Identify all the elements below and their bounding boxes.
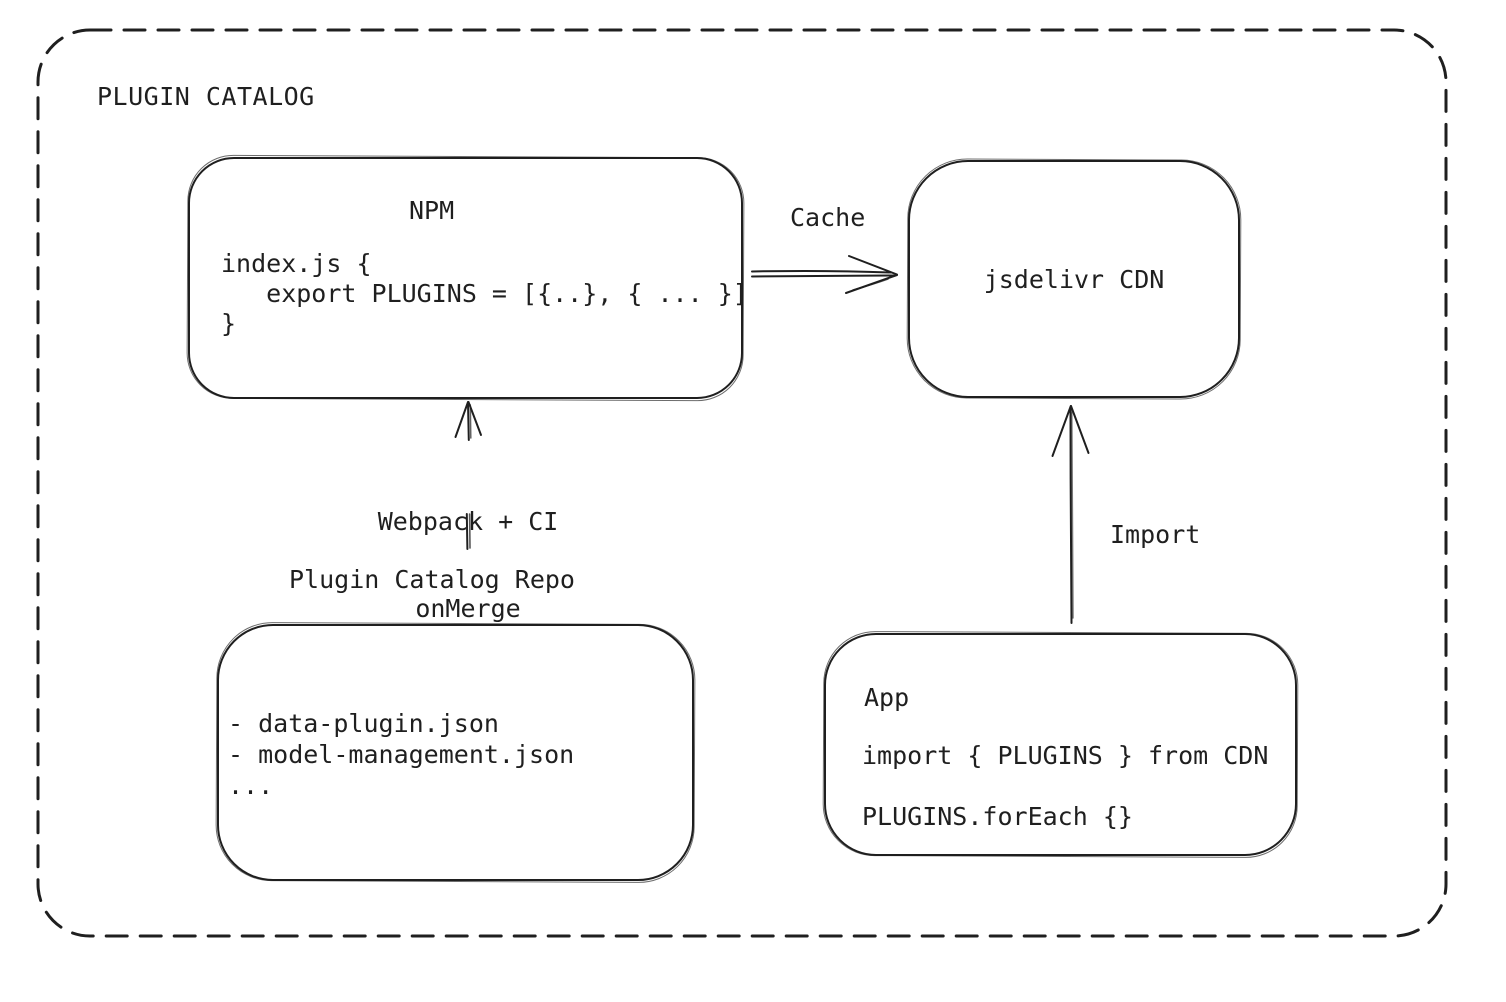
repo-file-item: - model-management.json [228, 740, 575, 769]
npm-code-block: index.js { export PLUGINS = [{..}, { ...… [221, 249, 748, 339]
repo-file-item: - data-plugin.json [228, 709, 499, 738]
import-edge-label: Import [1110, 520, 1201, 549]
diagram-title: PLUGIN CATALOG [97, 82, 315, 111]
repo-file-item: ... [228, 771, 274, 800]
node-plugin-catalog-repo: - data-plugin.json - model-management.js… [217, 624, 694, 881]
repo-file-list: - data-plugin.json - model-management.js… [228, 708, 574, 801]
app-node-title: App [864, 683, 910, 712]
build-edge-label: Webpack + CI onMerge [348, 449, 588, 681]
node-jsdelivr-cdn: jsdelivr CDN [908, 160, 1240, 398]
app-code-line: import { PLUGINS } from CDN [862, 741, 1269, 770]
build-edge-label-line: Webpack + CI [377, 507, 559, 536]
npm-node-title: NPM [409, 196, 455, 225]
cache-edge-label: Cache [790, 203, 866, 232]
app-code-line: PLUGINS.forEach {} [862, 802, 1133, 831]
node-npm: NPM index.js { export PLUGINS = [{..}, {… [188, 157, 748, 399]
npm-code-line: index.js { [221, 249, 372, 278]
cache-arrow [751, 255, 898, 294]
node-app: App import { PLUGINS } from CDN PLUGINS.… [824, 633, 1297, 856]
cdn-node-label: jsdelivr CDN [983, 264, 1165, 294]
npm-code-line: } [221, 309, 237, 338]
build-edge-label-line: onMerge [415, 594, 521, 623]
import-arrow [1051, 405, 1090, 624]
npm-code-line: export PLUGINS = [{..}, { ... }] [221, 279, 748, 308]
repo-node-label: Plugin Catalog Repo [289, 565, 575, 594]
